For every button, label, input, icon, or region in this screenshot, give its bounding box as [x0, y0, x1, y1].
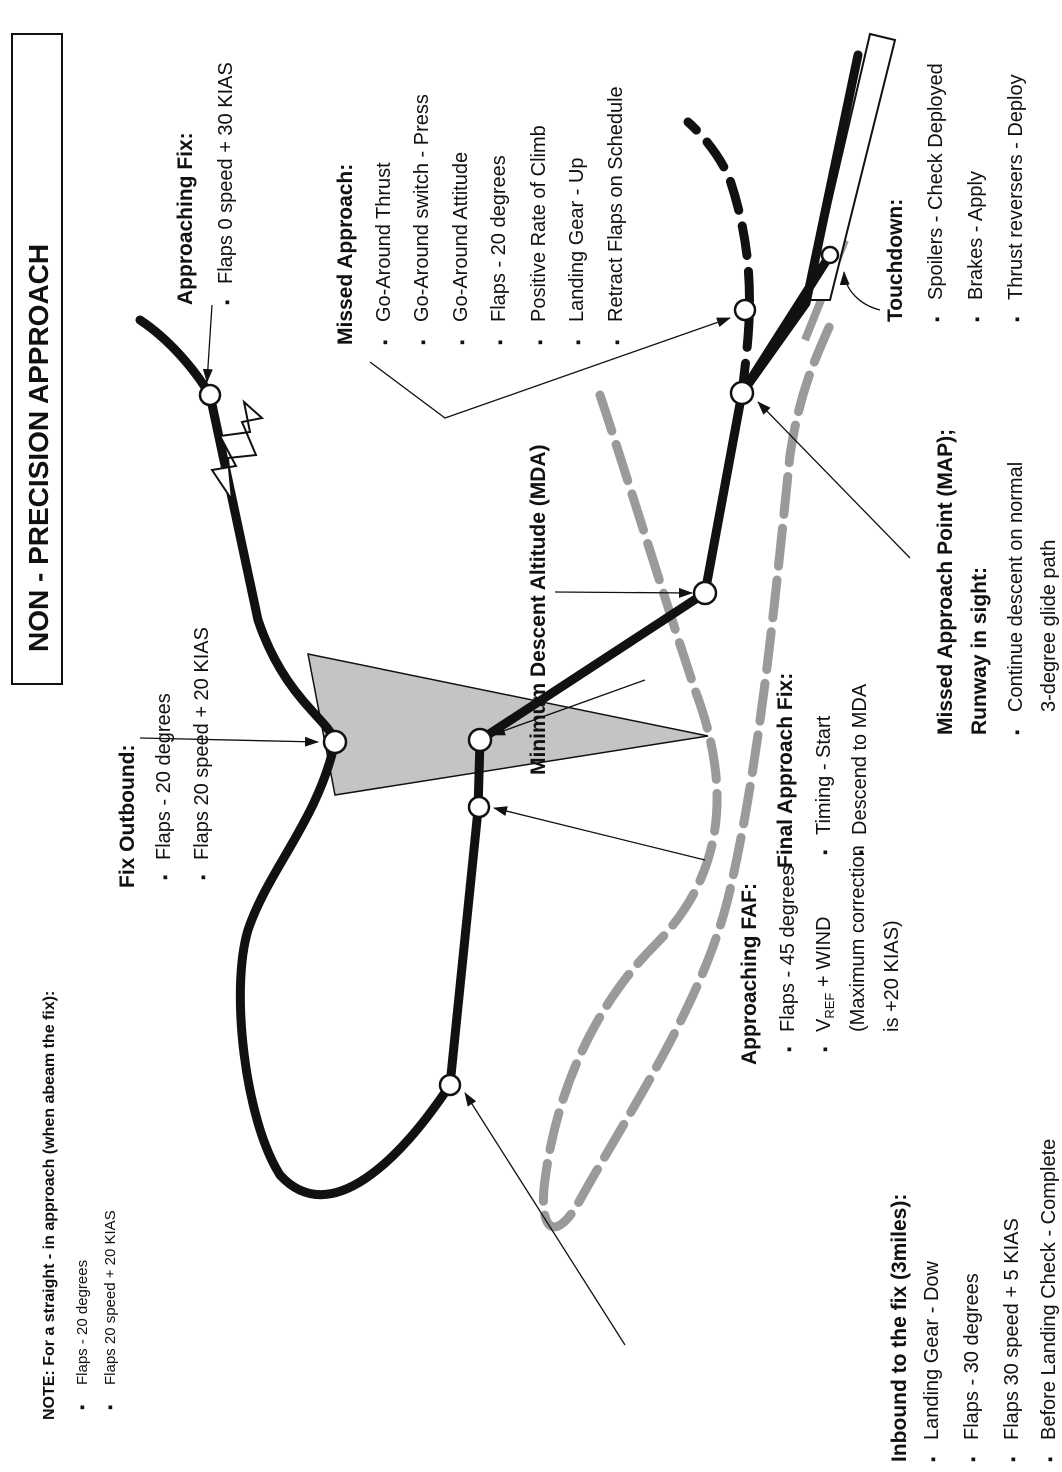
arrow-approaching-fix	[202, 304, 213, 383]
touchdown-block: Touchdown: ▪ Spoilers - Check Deployed ▪…	[884, 63, 1027, 322]
approaching-faf-item: Flaps - 45 degrees	[777, 865, 799, 1032]
bullet: ▪	[969, 317, 986, 322]
waypoint-fix	[322, 729, 348, 755]
runway	[806, 32, 897, 301]
bullet: ▪	[377, 340, 394, 345]
fix-outbound-block: Fix Outbound: ▪ Flaps - 20 degrees ▪ Fla…	[116, 627, 213, 888]
inbound-item: Before Landing Check - Complete	[1038, 1139, 1060, 1440]
map-heading-line2: Runway in sight:	[968, 567, 991, 735]
map-item: Continue descent on normal	[1005, 462, 1027, 712]
missed-approach-item: Positive Rate of Climb	[528, 125, 550, 322]
bullet: ▪	[817, 850, 834, 855]
waypoint-approaching-faf	[467, 795, 491, 819]
missed-approach-heading: Missed Approach:	[334, 164, 357, 345]
inbound-block: Inbound to the fix (3miles): ▪ Landing G…	[888, 1139, 1060, 1462]
waypoint-touchdown	[820, 245, 840, 265]
bullet: ▪	[415, 340, 432, 345]
approaching-fix-heading: Approaching Fix:	[174, 132, 197, 305]
bullet: ▪	[74, 1405, 91, 1410]
arrow-missed-approach	[369, 317, 731, 419]
final-approach-fix-item: Descend to MDA	[849, 683, 871, 835]
map-to-runway-track	[737, 250, 835, 398]
missed-approach-climb-path	[683, 117, 754, 398]
note-block: NOTE: For a straight - in approach (when…	[41, 991, 119, 1420]
waypoint-faf	[467, 727, 493, 753]
mda-label: Minimum Descent Altitude (MDA)	[527, 444, 550, 775]
bullet: ▪	[781, 1047, 798, 1052]
approaching-fix-item: Flaps 0 speed + 30 KIAS	[215, 62, 237, 284]
arrow-mda	[554, 587, 693, 598]
map-heading-line1: Missed Approach Point (MAP);	[934, 429, 957, 735]
arrow-approaching-faf	[493, 806, 706, 861]
bullet: ▪	[195, 875, 212, 880]
bullet: ▪	[609, 340, 626, 345]
bullet: ▪	[454, 340, 471, 345]
approaching-faf-item: is +20 KIAS)	[881, 920, 903, 1032]
arrow-inbound	[464, 1092, 626, 1346]
waypoint-approaching-fix	[198, 383, 222, 407]
missed-approach-block: Missed Approach: ▪ Go-Around Thrust ▪ Go…	[334, 86, 627, 345]
inbound-item: Flaps - 30 degrees	[961, 1273, 983, 1440]
bullet: ▪	[1042, 1457, 1059, 1462]
map-block: Missed Approach Point (MAP); Runway in s…	[934, 429, 1060, 735]
missed-approach-item: Flaps - 20 degrees	[488, 155, 510, 322]
waypoint-inbound	[438, 1073, 462, 1097]
touchdown-item: Thrust reversers - Deploy	[1005, 74, 1027, 300]
bullet: ▪	[157, 875, 174, 880]
missed-approach-item: Retract Flaps on Schedule	[605, 86, 627, 322]
waypoint-missed-approach	[733, 298, 757, 322]
arrow-map	[757, 401, 911, 559]
fix-outbound-item: Flaps 20 speed + 20 KIAS	[191, 627, 213, 860]
bullet: ▪	[965, 1457, 982, 1462]
note-item: Flaps - 20 degrees	[74, 1260, 91, 1385]
approaching-faf-block: Approaching FAF: ▪ Flaps - 45 degrees ▪ …	[738, 845, 903, 1065]
arrow-final-approach-fix	[491, 679, 646, 736]
inbound-heading: Inbound to the fix (3miles):	[888, 1194, 911, 1462]
title-box	[11, 33, 63, 685]
bullet: ▪	[570, 340, 587, 345]
approaching-faf-heading: Approaching FAF:	[738, 883, 761, 1065]
bullet: ▪	[1009, 317, 1026, 322]
bullet: ▪	[219, 300, 236, 305]
bullet: ▪	[492, 340, 509, 345]
fix-outbound-item: Flaps - 20 degrees	[153, 693, 175, 860]
map-item: 3-degree glide path	[1038, 540, 1060, 712]
main-approach-track	[135, 50, 863, 1200]
bullet: ▪	[532, 340, 549, 345]
approaching-faf-item: (Maximum correction	[847, 845, 869, 1032]
bullet: ▪	[102, 1405, 119, 1410]
bullet: ▪	[853, 850, 870, 855]
missed-approach-item: Go-Around switch - Press	[411, 94, 433, 322]
note-item: Flaps 20 speed + 20 KIAS	[102, 1210, 119, 1385]
missed-approach-item: Go-Around Thrust	[373, 162, 395, 322]
missed-approach-item: Landing Gear - Up	[566, 157, 588, 322]
callout-arrows	[139, 271, 911, 1346]
arrow-touchdown	[839, 271, 881, 311]
note-heading: NOTE: For a straight - in approach (when…	[41, 991, 58, 1420]
missed-approach-item: Go-Around Attitude	[450, 152, 472, 322]
fix-outbound-heading: Fix Outbound:	[116, 745, 139, 888]
inbound-item: Flaps 30 speed + 5 KIAS	[1001, 1218, 1023, 1440]
waypoint-map	[729, 380, 755, 406]
bullet: ▪	[1009, 730, 1026, 735]
approaching-fix-block: Approaching Fix: ▪ Flaps 0 speed + 30 KI…	[174, 62, 237, 305]
touchdown-item: Brakes - Apply	[965, 171, 987, 300]
final-approach-fix-item: Timing - Start	[813, 715, 835, 835]
bullet: ▪	[925, 1457, 942, 1462]
approaching-faf-vref: VREF + WIND	[813, 917, 837, 1032]
gray-dashed-track	[538, 320, 835, 1232]
bullet: ▪	[817, 1047, 834, 1052]
bullet: ▪	[1005, 1457, 1022, 1462]
inbound-item: Landing Gear - Dow	[921, 1260, 943, 1440]
touchdown-heading: Touchdown:	[884, 199, 907, 322]
page-title: NON - PRECISION APPROACH	[23, 244, 54, 652]
final-approach-fix-block: Final Approach Fix: ▪ Timing - Start ▪ D…	[774, 673, 871, 868]
touchdown-item: Spoilers - Check Deployed	[925, 63, 947, 300]
final-approach-fix-heading: Final Approach Fix:	[774, 673, 797, 868]
arrow-fix-outbound	[139, 736, 319, 747]
bullet: ▪	[929, 317, 946, 322]
wind-arrow-icon	[210, 399, 265, 501]
waypoint-mda	[692, 580, 718, 606]
